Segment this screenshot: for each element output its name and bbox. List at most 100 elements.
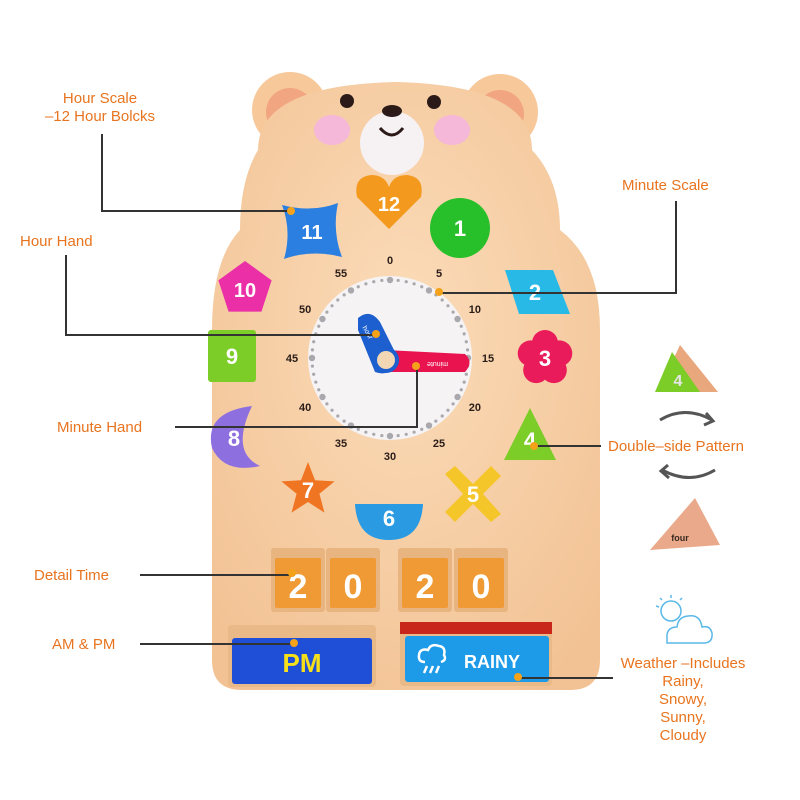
minute-tick [356,427,360,431]
minute-tick [325,402,329,406]
hour-block-10[interactable]: 10 [218,261,272,312]
time-digit: 0 [344,568,363,606]
hour-block-number: 5 [467,482,479,507]
triangle-block-back: four [650,498,720,550]
minute-tick [342,293,346,297]
hour-block-number: 6 [383,506,395,531]
minute-tick [319,393,326,401]
leader-minute-scale-h [440,292,677,294]
minute-tick [464,372,468,376]
minute-tick [465,348,470,352]
marker-double-side [530,442,538,450]
marker-hour-scale [287,207,295,215]
minute-tick [404,432,408,436]
minute-hand[interactable]: minute [385,350,470,372]
hour-block-6[interactable]: 6 [355,504,423,540]
minute-tick [308,354,316,362]
bear-eye-left [340,94,354,108]
weather-block[interactable]: RAINY [400,622,552,686]
minute-tick [459,388,463,392]
time-digit: 2 [416,568,435,606]
rain-cloud-icon [417,643,447,674]
svg-text:4: 4 [674,373,683,390]
hour-block-number: 11 [301,222,322,244]
minute-tick [420,427,424,431]
minute-tick [396,433,400,438]
minute-tick [404,280,408,284]
callout-am-pm: AM & PM [52,636,116,653]
am-pm-text: PM [283,648,322,678]
flip-arrow-bottom-icon [658,463,716,480]
minute-label: 50 [299,304,311,316]
time-digit-block[interactable]: 2 [398,548,452,612]
minute-tick [451,402,455,406]
minute-tick [454,393,461,401]
leader-hour-scale-h [101,210,291,212]
minute-tick [336,414,340,418]
time-digit-block[interactable]: 0 [326,548,380,612]
minute-tick [372,432,376,436]
bear-mouth [378,126,405,137]
minute-tick [314,380,318,384]
hour-block-7[interactable]: 7 [281,462,335,513]
leader-minute-hand [416,366,418,428]
time-digit: 0 [472,568,491,606]
minute-tick [434,419,438,423]
flip-arrow-top-icon [659,411,716,427]
hour-block-number: 3 [539,346,551,371]
minute-tick [396,278,400,283]
minute-tick [319,315,326,323]
minute-tick [412,430,416,434]
marker-detail-time [288,569,296,577]
minute-tick [380,433,384,438]
leader-double-side [535,445,601,447]
minute-label: 15 [482,353,494,365]
leader-detail-time [140,574,290,576]
callout-hour-hand: Hour Hand [20,233,93,250]
minute-tick [451,310,455,314]
marker-am-pm [290,639,298,647]
hour-block-number: 12 [378,194,400,216]
minute-label: 30 [384,451,396,463]
minute-tick [454,315,461,323]
hour-block-8[interactable]: 8 [210,406,260,468]
hour-block-9[interactable]: 9 [208,330,256,382]
leader-am-pm [140,643,292,645]
hour-block-3[interactable]: 3 [517,330,573,384]
hour-block-number: 8 [228,426,240,451]
minute-tick [325,310,329,314]
minute-tick [342,419,346,423]
am-pm-block[interactable]: PM [228,625,376,687]
minute-hand-label: minute [427,360,448,367]
marker-weather [514,673,522,681]
time-digit-block[interactable]: 2 [271,548,325,612]
minute-label: 10 [469,304,481,316]
minute-tick [446,408,450,412]
minute-tick [372,280,376,284]
marker-hour-hand [372,330,380,338]
time-digit-block[interactable]: 0 [454,548,508,612]
hour-block-12[interactable]: 12 [356,175,422,229]
minute-tick [330,304,334,308]
minute-tick [317,388,321,392]
minute-tick [462,332,466,336]
minute-label: 35 [335,438,347,450]
minute-tick [310,348,315,352]
hour-block-number: 1 [454,216,466,241]
bear-face [314,94,470,175]
leader-hour-hand [65,255,67,335]
minute-tick [386,276,394,284]
bear-nose [382,105,402,117]
hour-block-5[interactable]: 5 [445,466,501,522]
hour-block-1[interactable]: 1 [430,198,490,258]
hour-block-11[interactable]: 11 [282,203,342,259]
callout-weather: Weather –Includes Rainy, Snowy, Sunny, C… [620,655,746,744]
minute-label: 20 [469,402,481,414]
callout-double-side: Double–side Pattern [608,438,744,455]
bear-cheek-left [314,115,350,145]
minute-tick [347,287,355,294]
leader-weather [518,677,613,679]
marker-minute-hand [412,362,420,370]
minute-tick [312,340,316,344]
